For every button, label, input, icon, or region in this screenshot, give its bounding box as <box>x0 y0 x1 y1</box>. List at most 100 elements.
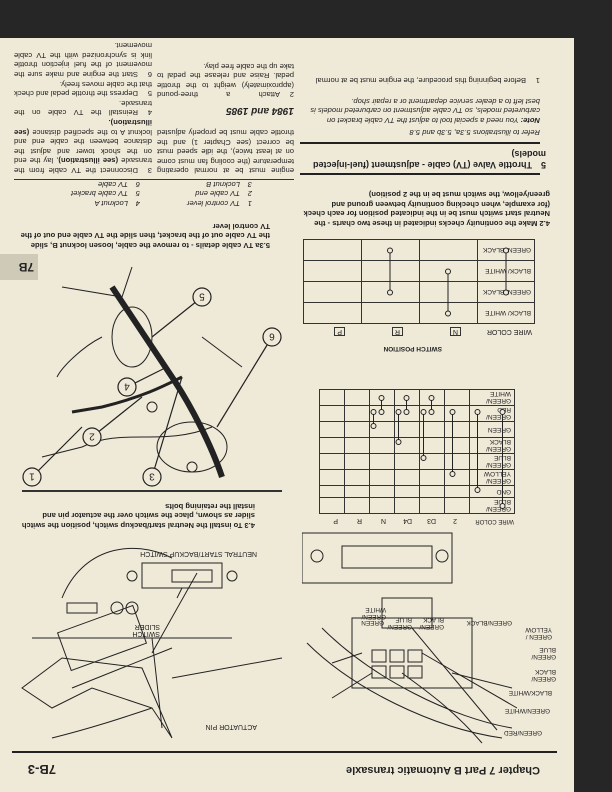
continuity-point <box>370 409 377 415</box>
refer-text: Refer to illustrations 5.3a, 5.3b and 5.… <box>409 128 540 137</box>
table1-header-d3: D3 <box>427 517 436 524</box>
callout-number: 5 <box>199 291 205 302</box>
step-3: 3Disconnect the TV cable from the transa… <box>14 117 152 175</box>
legend-label: TV control lever <box>186 199 240 208</box>
continuity-point <box>378 409 385 415</box>
page-number: 7B-3 <box>27 762 56 777</box>
continuity-point <box>403 395 410 401</box>
callout-number: 2 <box>89 431 95 442</box>
callout-leader <box>151 296 203 338</box>
continuity-point <box>449 471 456 477</box>
continuity-point <box>403 409 410 415</box>
step-number: 3 <box>147 166 152 175</box>
continuity-point <box>378 395 385 401</box>
continuity-point <box>370 423 377 429</box>
legend-label: Locknut B <box>206 179 240 189</box>
caption-4-2: 4.2 Make the continuity checks indicated… <box>303 190 550 228</box>
step-6-text: Start the engine and make sure the movem… <box>14 41 152 80</box>
table2-header-n: N <box>449 327 461 336</box>
step-4-text: Reinstall the TV cable on the transaxle. <box>14 98 152 118</box>
legend-label: TV cable end <box>195 189 240 199</box>
continuity-point <box>499 503 506 509</box>
label-switch-slider: SWITCH SLIDER <box>132 623 160 637</box>
note-label: Note: <box>520 116 540 125</box>
section-rule <box>300 142 540 144</box>
table1-header-wire: WIRE COLOR <box>475 518 514 524</box>
continuity-point <box>420 455 427 461</box>
callout-circle <box>262 327 282 347</box>
step-1-text-continued: Before beginning this procedure, the eng… <box>157 127 294 175</box>
figure-rule <box>22 490 282 492</box>
step-2: 2Attach a three-pound (approximately) we… <box>157 61 294 100</box>
section-title: Throttle Valve (TV) cable - adjustment (… <box>312 149 546 170</box>
legend-number: 2 <box>247 189 252 199</box>
continuity-point <box>420 409 427 415</box>
legend-number: 6 <box>135 179 140 189</box>
table1-header-p: P <box>333 517 338 524</box>
table2-continuity-marks <box>387 247 509 317</box>
step-5: 5Depress the throttle pedal and check th… <box>14 79 152 99</box>
label-neutral-switch: NEUTRAL START/BACKUP SWITCH <box>140 550 257 557</box>
legend-number: 1 <box>247 199 252 208</box>
section-5-heading: 5Throttle Valve (TV) cable - adjustment … <box>306 148 546 170</box>
table1-header-2: 2 <box>453 517 457 524</box>
step-5-text: Depress the throttle pedal and check tha… <box>14 79 152 99</box>
illustration-ref: (see illustration) <box>58 156 119 166</box>
callout-circle <box>192 287 212 307</box>
legend-number: 4 <box>135 199 140 208</box>
wire-label: GREEN/ BLUE <box>387 616 412 630</box>
wire-label: GREEN/ BLACK <box>419 616 444 630</box>
step-number: 1 <box>535 76 540 85</box>
label-actuator-pin: ACTUATOR PIN <box>205 723 257 730</box>
table1-continuity-marks <box>370 395 506 509</box>
step-number: 4 <box>147 108 152 118</box>
continuity-point <box>395 439 402 445</box>
table2-header-wire: WIRE COLOR <box>486 328 532 335</box>
step-6: 6Start the engine and make sure the move… <box>14 41 152 79</box>
header-rule <box>12 751 557 753</box>
continuity-point <box>395 409 402 415</box>
subheading-1984-1985: 1984 and 1985 <box>226 105 294 116</box>
step-number: 6 <box>147 70 152 80</box>
callout-leader <box>91 396 143 438</box>
step-4: 4Reinstall the TV cable on the transaxle… <box>14 98 152 118</box>
continuity-point <box>474 487 481 493</box>
continuity-point <box>445 310 451 317</box>
continuity-point <box>445 268 451 275</box>
wire-label: GREEN/WHITE <box>504 707 550 714</box>
legend-number: 3 <box>247 179 252 189</box>
wire-label: GREEN/ BLACK <box>531 668 556 682</box>
wire-label: GREEN/ BLUE <box>531 646 556 660</box>
wire-label: GREEN/RED <box>504 729 542 736</box>
wire-label: GREEN / YELLOW <box>525 626 552 640</box>
step-number: 2 <box>289 90 294 100</box>
callout-leader <box>31 426 83 478</box>
note-text: Note: You need a special tool to adjust … <box>300 96 540 125</box>
neutral-switch-illustration <box>21 547 283 739</box>
steps-3-6: 3Disconnect the TV cable from the transa… <box>14 41 152 175</box>
caption-5-3a: 5.3a TV cable details - to remove the ca… <box>20 221 270 250</box>
step-2-text: Attach a three-pound (approximately) wei… <box>157 61 294 100</box>
callout-circle <box>82 427 102 447</box>
step-1-text: Before beginning this procedure, the eng… <box>311 75 540 85</box>
continuity-point <box>387 247 393 254</box>
wire-label: GREEN/ WHITE <box>361 606 386 620</box>
callout-number: 4 <box>124 381 130 392</box>
legend-label: TV cable <box>98 179 128 189</box>
switch-connector-diagram <box>302 532 518 744</box>
continuity-point <box>474 409 481 415</box>
section-rule <box>300 173 540 175</box>
legend-label: TV cable bracket <box>71 189 128 199</box>
wire-label: GREEN <box>361 619 384 626</box>
callout-leader <box>216 336 273 428</box>
continuity-point <box>449 409 456 415</box>
table1-header-d4: D4 <box>403 517 412 524</box>
callout-circle <box>22 467 42 487</box>
continuity-point <box>428 395 435 401</box>
step-number: 5 <box>147 89 152 99</box>
table2-title: SWITCH POSITION <box>383 345 443 352</box>
table1-header-n: N <box>380 517 386 524</box>
callout-number: 6 <box>269 331 275 342</box>
table1-header-r: R <box>356 517 362 524</box>
